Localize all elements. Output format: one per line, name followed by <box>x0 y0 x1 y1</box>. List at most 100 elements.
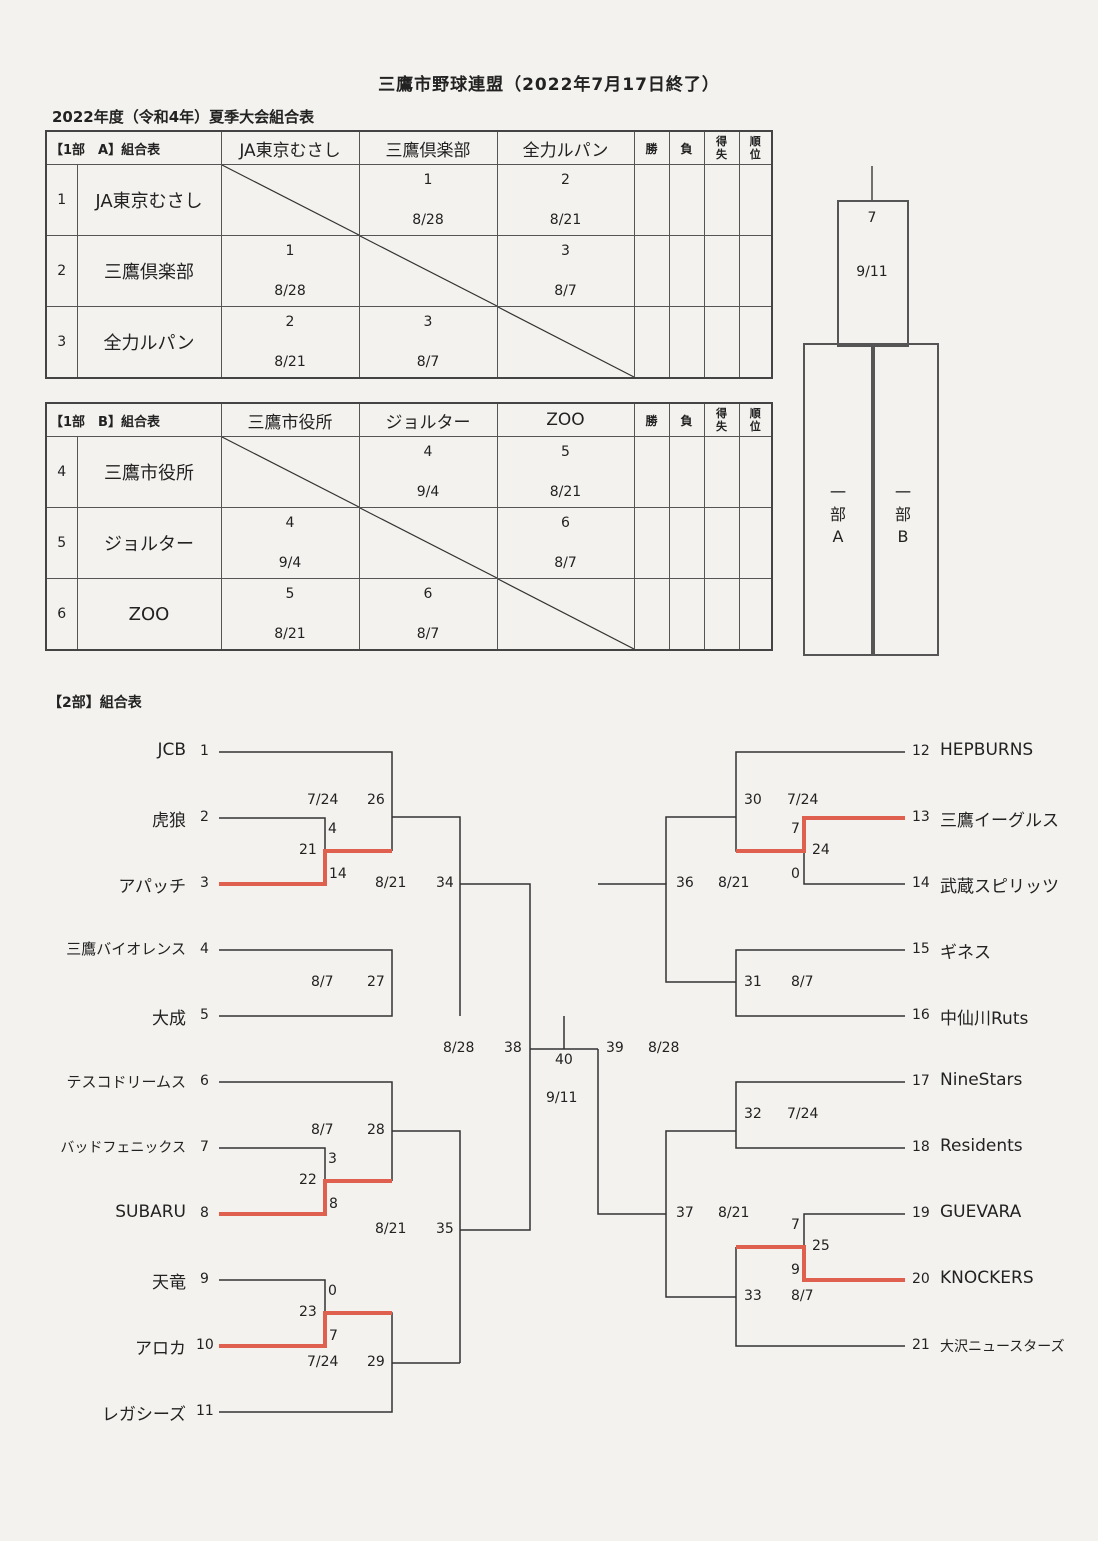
match-date: 8/7 <box>791 1288 814 1304</box>
team-name: レガシーズ <box>101 1405 186 1425</box>
match-number: 32 <box>744 1106 762 1122</box>
team-name: Residents <box>940 1136 1023 1156</box>
score: 14 <box>329 866 347 882</box>
team-name: 中仙川Ruts <box>940 1009 1029 1029</box>
diff-cell <box>703 578 740 651</box>
score: 9 <box>791 1262 800 1278</box>
team-number: 11 <box>196 1403 214 1419</box>
match-date: 7/24 <box>307 792 339 808</box>
rank-cell <box>738 306 773 379</box>
div1-final-date: 9/11 <box>856 264 888 280</box>
team-name: 武蔵スピリッツ <box>940 877 1059 897</box>
team-number: 13 <box>912 809 930 825</box>
match-date: 8/28 <box>648 1040 680 1056</box>
rank-cell <box>738 507 773 579</box>
match-number: 24 <box>812 842 830 858</box>
diagonal-cell <box>496 578 635 651</box>
team-number: 19 <box>912 1205 930 1221</box>
match-date: 7/24 <box>787 792 819 808</box>
match-date: 7/24 <box>307 1354 339 1370</box>
match-number: 21 <box>299 842 317 858</box>
match-number: 36 <box>676 875 694 891</box>
team-number: 3 <box>200 875 209 891</box>
team-name: JCB <box>157 740 186 760</box>
team-name: バッドフェニックス <box>60 1140 186 1156</box>
win-cell <box>633 164 670 236</box>
match-number: 26 <box>367 792 385 808</box>
score: 4 <box>328 821 337 837</box>
score: 7 <box>791 1217 800 1233</box>
div1a-row-team: 三鷹倶楽部 <box>76 235 222 307</box>
div1-final-num: 7 <box>867 210 877 226</box>
score: 7 <box>791 821 800 837</box>
lose-cell <box>668 235 705 307</box>
team-name: 天竜 <box>152 1273 186 1293</box>
team-number: 7 <box>200 1139 209 1155</box>
div1b-col-2: ジョルター <box>358 402 498 437</box>
div1b-rank-header: 順位 <box>738 402 773 437</box>
win-cell <box>633 235 670 307</box>
match-date: 8/7 <box>311 974 334 990</box>
team-number: 21 <box>912 1337 930 1353</box>
div1a-diff-header: 得失 <box>703 130 740 165</box>
match-number: 28 <box>367 1122 385 1138</box>
team-name: 三鷹バイオレンス <box>66 940 186 958</box>
team-name: SUBARU <box>115 1202 186 1222</box>
div1-final-lines <box>871 166 873 202</box>
match-number: 22 <box>299 1172 317 1188</box>
score: 7 <box>329 1328 338 1344</box>
match-number: 40 <box>555 1052 573 1068</box>
match-number: 38 <box>504 1040 522 1056</box>
div1-final-b-box <box>871 343 939 656</box>
match-date: 8/21 <box>375 875 407 891</box>
div1-final-a-box <box>803 343 875 656</box>
team-name: アパッチ <box>118 877 186 897</box>
win-cell <box>633 507 670 579</box>
team-number: 4 <box>200 941 209 957</box>
div1a-rank-header: 順位 <box>738 130 773 165</box>
match-number: 35 <box>436 1221 454 1237</box>
match-number: 23 <box>299 1304 317 1320</box>
team-number: 18 <box>912 1139 930 1155</box>
team-name: 虎狼 <box>152 811 186 831</box>
team-number: 9 <box>200 1271 209 1287</box>
div1a-win-header: 勝 <box>633 130 670 165</box>
match-number: 27 <box>367 974 385 990</box>
diagonal-cell <box>358 235 498 307</box>
match-date: 8/28 <box>443 1040 475 1056</box>
div1a-col-3: 全力ルパン <box>496 130 635 165</box>
team-number: 6 <box>200 1073 209 1089</box>
match-number: 37 <box>676 1205 694 1221</box>
diagonal-cell <box>496 306 635 379</box>
div1b-col-3: ZOO <box>496 402 635 437</box>
team-name: テスコドリームス <box>66 1073 186 1091</box>
match-number: 39 <box>606 1040 624 1056</box>
page-subtitle: 2022年度（令和4年）夏季大会組合表 <box>52 108 315 126</box>
div1b-row-team: ジョルター <box>76 507 222 579</box>
team-number: 17 <box>912 1073 930 1089</box>
match-date: 8/21 <box>718 875 750 891</box>
team-name: 大沢ニュースターズ <box>940 1339 1065 1355</box>
match-number: 33 <box>744 1288 762 1304</box>
match-number: 30 <box>744 792 762 808</box>
team-number: 14 <box>912 875 930 891</box>
diff-cell <box>703 507 740 579</box>
team-name: NineStars <box>940 1070 1023 1090</box>
diagonal-cell <box>220 436 360 508</box>
team-number: 8 <box>200 1205 209 1221</box>
score: 0 <box>791 866 800 882</box>
match-date: 8/21 <box>718 1205 750 1221</box>
div1a-row-num: 2 <box>45 235 78 307</box>
match-number: 34 <box>436 875 454 891</box>
score: 0 <box>328 1283 337 1299</box>
rank-cell <box>738 578 773 651</box>
match-date: 9/11 <box>546 1090 578 1106</box>
score: 8 <box>329 1196 338 1212</box>
